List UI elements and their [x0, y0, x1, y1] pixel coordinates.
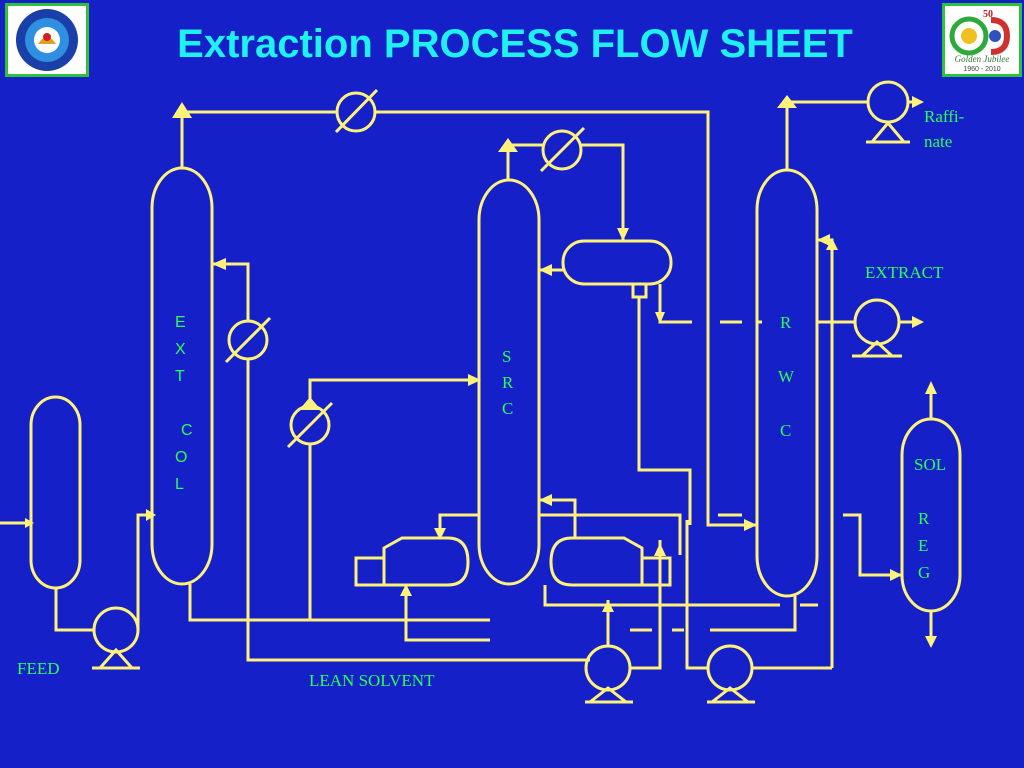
arrow-ext-top-icon	[172, 102, 192, 118]
jubilee-years: 1960 - 2010	[963, 66, 1000, 73]
src-label: S R C	[502, 347, 514, 418]
jubilee-logo: 50 Golden Jubilee 1960 - 2010	[942, 3, 1022, 77]
arrow-rwc-in-icon	[744, 519, 757, 531]
raffinate-label: Raffi- nate	[924, 107, 965, 151]
reboiler-left-channel	[354, 556, 386, 587]
rwc-label: R W C	[778, 313, 795, 440]
golden-jubilee-icon: 50 Golden Jubilee 1960 - 2010	[949, 9, 1011, 73]
solvent-regenerator	[900, 417, 962, 613]
flow-arrows	[25, 95, 937, 648]
feed-pump	[92, 606, 140, 670]
arrow-rwc-side-icon	[817, 234, 830, 246]
arrow-right-up-icon	[654, 543, 666, 556]
arrow-reboil-up-icon	[400, 584, 412, 596]
lean-solvent-label: LEAN SOLVENT	[309, 671, 435, 690]
piping	[0, 100, 933, 670]
arrow-solreg-bottom-icon	[925, 636, 937, 648]
svg-text:L: L	[175, 476, 184, 493]
arrow-pump-up-icon	[602, 600, 614, 612]
svg-text:G: G	[918, 563, 930, 582]
svg-text:nate: nate	[924, 132, 952, 151]
svg-text:R: R	[918, 509, 930, 528]
svg-text:C: C	[502, 399, 513, 418]
lean-solvent-pump	[584, 644, 633, 704]
reboiler-left	[382, 536, 470, 587]
extract-label: EXTRACT	[865, 263, 944, 282]
rwc-bottom-pump	[706, 644, 755, 704]
svg-text:R: R	[502, 373, 514, 392]
feed-vessel	[29, 395, 82, 590]
svg-text:E: E	[175, 314, 186, 331]
arrow-drum-in-icon	[617, 228, 629, 241]
svg-text:E: E	[918, 536, 928, 555]
arrow-feed-in-icon	[25, 518, 34, 528]
svg-text:Raffi-: Raffi-	[924, 107, 965, 126]
arrow-reflux-icon	[539, 264, 552, 276]
csir-logo	[5, 3, 89, 77]
svg-text:SOL: SOL	[914, 455, 946, 474]
reboiler-right-channel	[640, 556, 672, 587]
svg-text:R: R	[780, 313, 792, 332]
arrow-lean-up-icon	[299, 397, 321, 410]
arrow-rwc-return-icon	[826, 238, 838, 250]
svg-text:O: O	[175, 449, 187, 466]
csir-emblem-icon	[16, 9, 78, 71]
arrow-extract-out-icon	[912, 316, 924, 328]
feed-label: FEED	[17, 659, 60, 678]
raffinate-pump	[866, 80, 910, 144]
sol-reg-label: SOL R E G	[914, 455, 946, 582]
arrow-ext-side-icon	[212, 258, 226, 270]
arrow-rwc-top-icon	[777, 95, 797, 108]
svg-text:W: W	[778, 367, 795, 386]
extract-pump	[852, 298, 902, 358]
arrow-solreg-in-icon	[890, 569, 902, 581]
heat-exchanger-top	[334, 88, 379, 134]
page-title: Extraction PROCESS FLOW SHEET	[177, 22, 853, 66]
reboiler-right	[549, 536, 644, 587]
arrow-reboil-down-icon	[434, 528, 446, 540]
svg-text:S: S	[502, 347, 511, 366]
arrow-ext-feed-icon	[146, 509, 156, 521]
arrow-drum-out-icon	[655, 312, 665, 324]
svg-text:C: C	[780, 421, 791, 440]
reflux-drum-boot	[631, 284, 648, 299]
arrow-src-reboil-icon	[539, 494, 552, 506]
svg-text:C: C	[181, 422, 193, 439]
arrow-src-top-icon	[498, 138, 518, 152]
ext-col-label: E X T C O L	[175, 314, 193, 493]
heat-exchanger-ext-side	[224, 316, 272, 364]
jubilee-badge-text: 50	[983, 9, 993, 20]
svg-text:T: T	[175, 368, 185, 385]
arrow-src-in-icon	[468, 374, 481, 386]
reflux-drum	[561, 239, 673, 286]
arrow-raffinate-out-icon	[912, 96, 924, 108]
heat-exchanger-src-overhead	[539, 126, 586, 173]
jubilee-caption: Golden Jubilee	[955, 54, 1010, 64]
svg-text:X: X	[175, 341, 186, 358]
arrow-solreg-top-icon	[925, 381, 937, 394]
